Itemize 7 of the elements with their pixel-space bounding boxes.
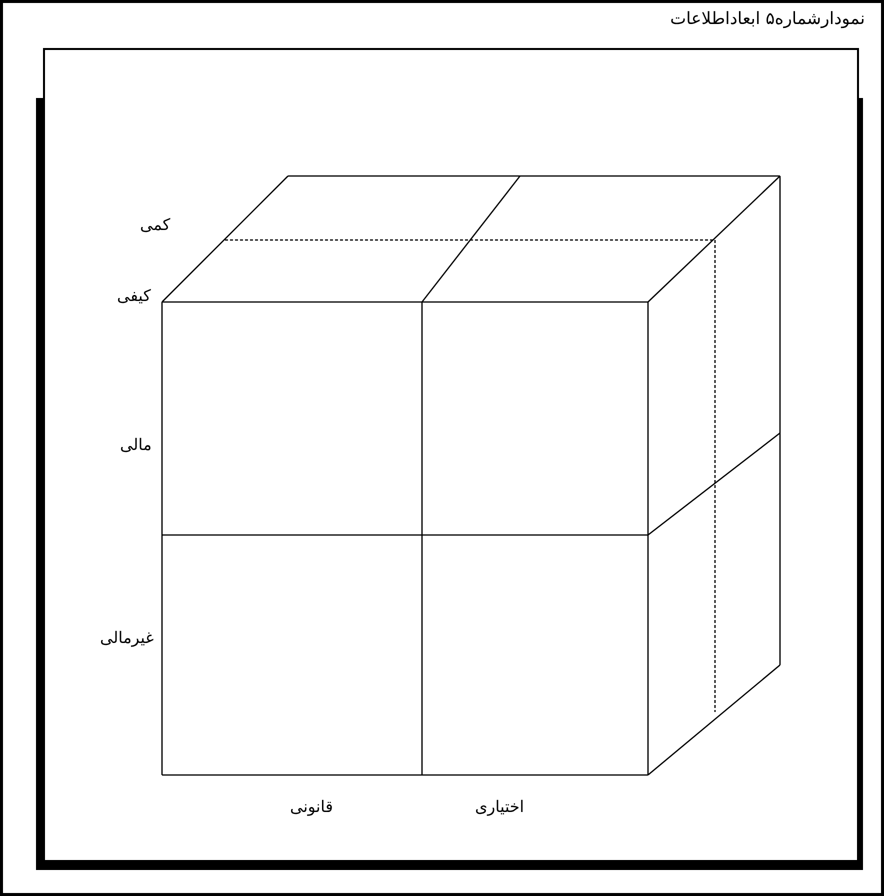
axis-label: مالی [120, 435, 152, 454]
axis-label: اختیاری [475, 797, 524, 816]
diagram-title: نمودارشماره۵ ابعاداطلاعات [670, 9, 865, 29]
axis-label: کمی [140, 215, 170, 234]
axis-label: قانونی [290, 797, 334, 816]
axis-label: غیرمالی [100, 628, 154, 647]
axis-label: کیفی [117, 286, 151, 305]
